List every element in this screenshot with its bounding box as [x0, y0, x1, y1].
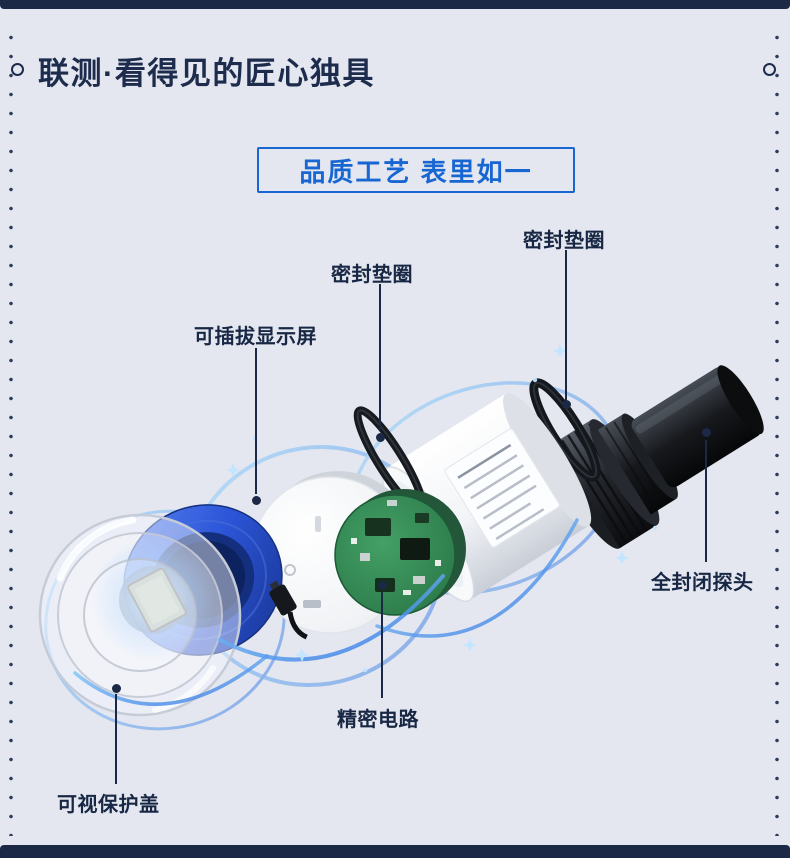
connector-part: [269, 580, 308, 640]
callout-label-seal-gasket-right: 密封垫圈: [523, 230, 605, 252]
callout-line-precision-circuit: [381, 592, 383, 698]
quality-badge-text: 品质工艺 表里如一: [299, 156, 533, 187]
circle-decor-right: [763, 63, 776, 76]
energy-arcs-front: [73, 518, 579, 706]
callout-label-sealed-probe: 全封闭探头: [651, 572, 754, 594]
callout-dot-pluggable-display: [252, 496, 261, 505]
callout-line-protective-cover: [115, 694, 117, 784]
callout-dot-precision-circuit: [378, 581, 387, 590]
dotted-border-right: [775, 28, 779, 836]
bottom-bar: [0, 845, 790, 858]
page-title: 联测·看得见的匠心独具: [38, 56, 375, 91]
callout-line-seal-gasket-mid: [379, 284, 381, 430]
callout-label-protective-cover: 可视保护盖: [57, 794, 160, 816]
sealed-probe-part: [551, 365, 764, 549]
callout-line-sealed-probe: [705, 440, 707, 562]
dotted-border-left: [9, 28, 13, 836]
circuit-board-part: [334, 489, 466, 616]
callout-dot-sealed-probe: [702, 428, 711, 437]
callout-dot-protective-cover: [112, 684, 121, 693]
callout-dot-seal-gasket-mid: [376, 433, 385, 442]
product-exploded-diagram: [38, 344, 764, 731]
seal-gasket-right-part: [529, 378, 601, 482]
callout-label-pluggable-display: 可插拔显示屏: [194, 326, 317, 348]
circle-decor-left: [11, 63, 24, 76]
callout-label-precision-circuit: 精密电路: [337, 709, 419, 731]
top-bar: [0, 0, 790, 9]
callout-label-seal-gasket-mid: 密封垫圈: [331, 264, 413, 286]
quality-badge: 品质工艺 表里如一: [257, 147, 575, 193]
callout-line-seal-gasket-right: [565, 250, 567, 402]
callout-line-pluggable-display: [255, 348, 257, 494]
clear-cover-part: [38, 513, 242, 717]
callout-dot-seal-gasket-right: [562, 400, 571, 409]
